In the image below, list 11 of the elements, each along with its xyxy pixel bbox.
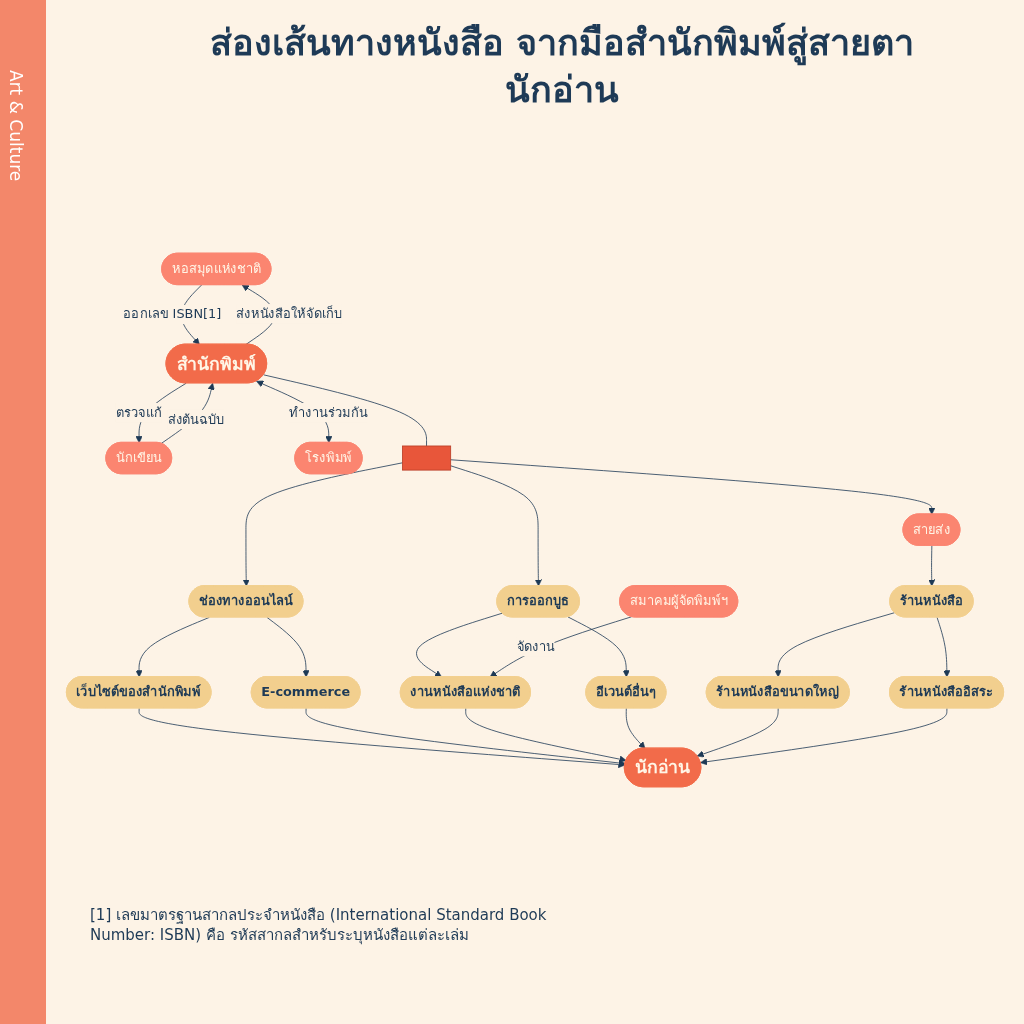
edge-label: ทำงานร่วมกัน bbox=[289, 404, 368, 420]
edge-label: ออกเลข ISBN[1] bbox=[123, 306, 222, 322]
footnote: [1] เลขมาตรฐานสากลประจำหนังสือ (International Standard Book Number: ISBN) คือ รหัสสากลสำหรับระบุหนังสือแต่ละเล่ม bbox=[90, 905, 548, 946]
edge-label: ส่งต้นฉบับ bbox=[167, 411, 225, 427]
edge-label: ตรวจแก้ bbox=[115, 404, 162, 420]
section-tag: Art & Culture bbox=[6, 70, 26, 182]
edge-label: จัดงาน bbox=[516, 638, 555, 654]
node-box bbox=[402, 445, 452, 471]
edge-label: ส่งหนังสือให้จัดเก็บ bbox=[236, 305, 342, 321]
title: ส่องเส้นทางหนังสือ จากมือสำนักพิมพ์สู่สายตานักอ่าน bbox=[208, 21, 916, 112]
connector bbox=[263, 374, 427, 447]
